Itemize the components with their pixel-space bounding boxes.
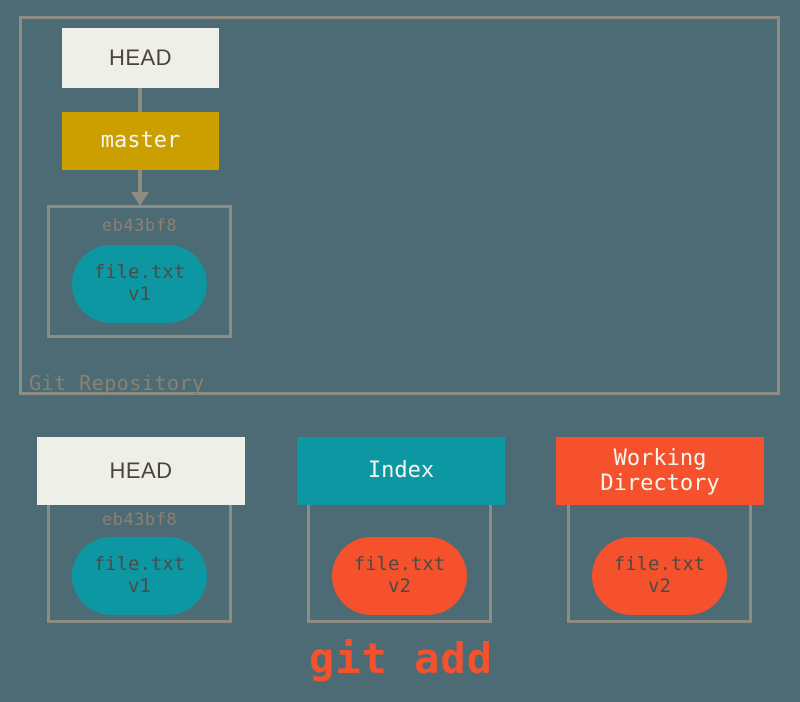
repo-master-box[interactable]: master xyxy=(62,112,219,170)
head-to-master-connector xyxy=(138,88,142,112)
head-area-file-name: file.txt xyxy=(93,553,186,576)
repo-commit-id: eb43bf8 xyxy=(101,216,178,236)
git-command-caption: git add xyxy=(308,634,493,683)
working-directory-area-frame: file.txt v2 xyxy=(567,505,752,623)
head-area-header-label: HEAD xyxy=(109,458,173,484)
repo-commit-frame: eb43bf8 file.txt v1 xyxy=(47,205,232,338)
head-area-frame: eb43bf8 file.txt v1 xyxy=(47,505,232,623)
git-repository-panel xyxy=(19,16,780,395)
working-directory-file-name: file.txt xyxy=(613,553,706,576)
master-to-commit-arrow-stem xyxy=(138,170,142,194)
index-area-header[interactable]: Index xyxy=(297,437,505,505)
repo-commit-blob[interactable]: file.txt v1 xyxy=(72,245,207,323)
head-area-blob[interactable]: file.txt v1 xyxy=(72,537,207,615)
head-area-commit-id: eb43bf8 xyxy=(101,510,178,530)
repo-head-box[interactable]: HEAD xyxy=(62,28,219,88)
index-area-header-label: Index xyxy=(367,458,435,484)
head-area-header[interactable]: HEAD xyxy=(37,437,245,505)
repo-master-label: master xyxy=(100,128,181,154)
repo-commit-file-version: v1 xyxy=(128,283,151,305)
index-area-blob[interactable]: file.txt v2 xyxy=(332,537,467,615)
head-area-file-version: v1 xyxy=(128,575,151,597)
master-to-commit-arrow-head xyxy=(131,192,149,206)
working-directory-area-header[interactable]: Working Directory xyxy=(556,437,764,505)
repo-commit-file-name: file.txt xyxy=(93,261,186,284)
repo-head-label: HEAD xyxy=(108,45,173,71)
index-area-file-version: v2 xyxy=(388,575,411,597)
git-repository-label: Git Repository xyxy=(29,371,205,395)
working-directory-header-line1: Working xyxy=(613,445,707,471)
working-directory-file-version: v2 xyxy=(648,575,671,597)
index-area-frame: file.txt v2 xyxy=(307,505,492,623)
index-area-file-name: file.txt xyxy=(353,553,446,576)
working-directory-area-blob[interactable]: file.txt v2 xyxy=(592,537,727,615)
working-directory-header-line2: Directory xyxy=(600,471,720,496)
